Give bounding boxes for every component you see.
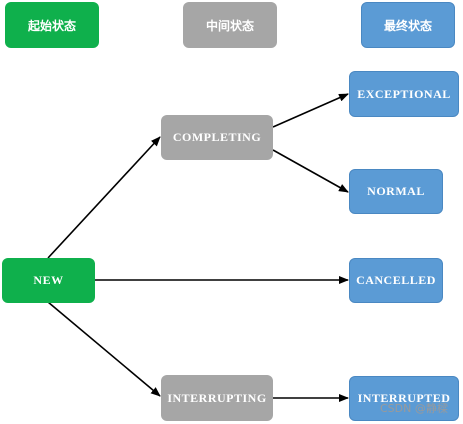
legend-middle-state: 中间状态 xyxy=(183,2,277,48)
node-normal: NORMAL xyxy=(349,169,443,214)
watermark: CSDN @静樑 xyxy=(380,402,448,415)
node-completing: COMPLETING xyxy=(161,115,273,160)
arrow-completing-to-normal xyxy=(272,149,349,193)
legend-final-state: 最终状态 xyxy=(361,2,455,48)
arrow-new-to-interrupting xyxy=(47,301,161,397)
node-interrupted: INTERRUPTED xyxy=(349,376,459,421)
arrow-new-to-completing xyxy=(47,136,161,259)
node-exceptional: EXCEPTIONAL xyxy=(349,71,459,117)
node-interrupting: INTERRUPTING xyxy=(161,375,273,421)
node-new: NEW xyxy=(2,258,95,303)
legend-start-state: 起始状态 xyxy=(5,2,99,48)
node-cancelled: CANCELLED xyxy=(349,258,443,303)
arrow-completing-to-exceptional xyxy=(272,93,349,128)
